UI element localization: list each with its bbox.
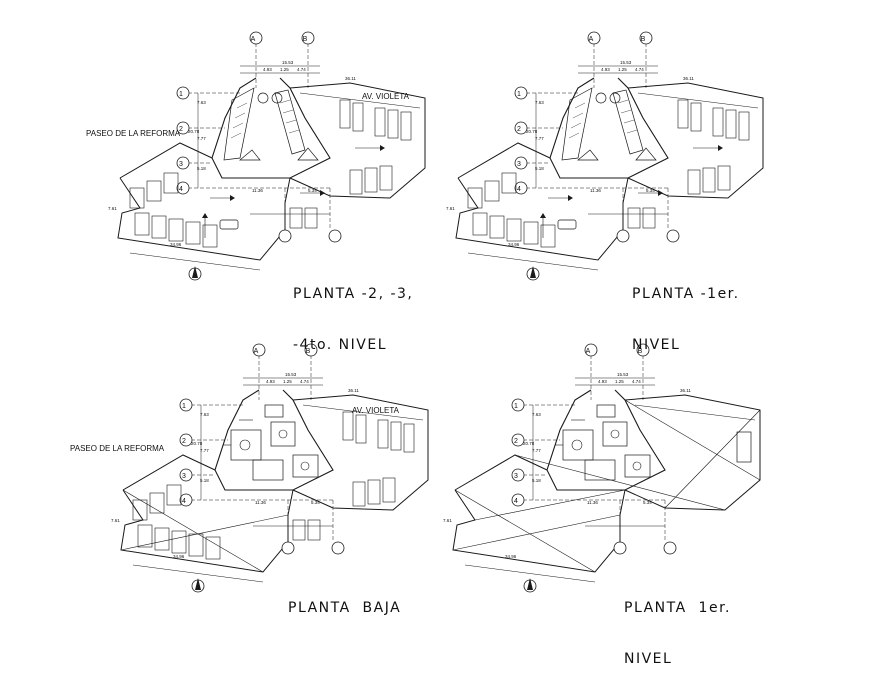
dimension-label: 5.34 bbox=[308, 188, 317, 193]
street-label-west: PASEO DE LA REFORMA bbox=[86, 129, 181, 138]
grid-label: A bbox=[589, 36, 594, 43]
dimension-label: 4.74 bbox=[300, 379, 309, 384]
dimension-label: 7.77 bbox=[535, 136, 544, 141]
grid-label: 1 bbox=[179, 91, 183, 98]
dimension-label: 5.34 bbox=[643, 500, 652, 505]
grid-label: 4 bbox=[517, 186, 521, 193]
dimension-label: 20.78 bbox=[188, 129, 200, 134]
plan-title-line: PLANTA BAJA bbox=[288, 600, 402, 616]
grid-label: 3 bbox=[517, 161, 521, 168]
dimension-label: 5.18 bbox=[197, 166, 206, 171]
plan-title-line: NIVEL bbox=[624, 651, 673, 667]
dimension-label: 20.78 bbox=[523, 441, 535, 446]
plan-first-floor bbox=[452, 343, 761, 593]
dimension-label: 1.25 bbox=[615, 379, 624, 384]
dimension-label: 36.11 bbox=[683, 76, 694, 81]
grid-label: 3 bbox=[514, 473, 518, 480]
dimension-label: 4.74 bbox=[632, 379, 641, 384]
dimension-label: 34.96 bbox=[508, 242, 520, 247]
dimension-label: 7.63 bbox=[532, 412, 541, 417]
dimension-label: 5.34 bbox=[646, 188, 655, 193]
plan-title-line: PLANTA -1er. bbox=[632, 286, 740, 302]
plan-ground-floor bbox=[120, 343, 429, 593]
street-label-east: AV. VIOLETA bbox=[352, 406, 399, 415]
grid-label: 3 bbox=[179, 161, 183, 168]
grid-label: 4 bbox=[182, 498, 186, 505]
dimension-label: 11.36 bbox=[252, 188, 263, 193]
grid-label: 1 bbox=[517, 91, 521, 98]
grid-label: 2 bbox=[179, 126, 183, 133]
grid-label: A bbox=[254, 348, 259, 355]
grid-label: A bbox=[586, 348, 591, 355]
dimension-label: 15.53 bbox=[620, 60, 632, 65]
dimension-label: 15.53 bbox=[285, 372, 297, 377]
grid-label: B bbox=[306, 348, 311, 355]
drawing-sheet: A B 1 2 3 4 15.53 4.93 1.25 4.74 7.63 20… bbox=[108, 31, 764, 593]
dimension-label: 7.77 bbox=[197, 136, 206, 141]
dimension-label: 1.25 bbox=[618, 67, 627, 72]
dimension-label: 7.63 bbox=[200, 412, 209, 417]
plan-title: PLANTA -1er. NIVEL bbox=[632, 252, 740, 371]
dimension-label: 7.61 bbox=[446, 206, 455, 211]
dimension-label: 7.61 bbox=[111, 518, 120, 523]
dimension-label: 5.18 bbox=[200, 478, 209, 483]
dimension-label: 4.93 bbox=[266, 379, 275, 384]
dimension-label: 1.25 bbox=[280, 67, 289, 72]
dimension-label: 4.93 bbox=[263, 67, 272, 72]
plan-title-line: PLANTA -2, -3, bbox=[293, 286, 414, 302]
dimension-label: 34.96 bbox=[505, 554, 517, 559]
grid-label: B bbox=[303, 36, 308, 43]
dimension-label: 7.77 bbox=[532, 448, 541, 453]
street-label-east: AV. VIOLETA bbox=[362, 92, 409, 101]
plan-title: PLANTA BAJA bbox=[288, 566, 401, 634]
dimension-label: 15.53 bbox=[617, 372, 629, 377]
grid-label: 2 bbox=[514, 438, 518, 445]
grid-label: 2 bbox=[182, 438, 186, 445]
grid-label: 4 bbox=[514, 498, 518, 505]
dimension-label: 4.93 bbox=[601, 67, 610, 72]
plan-title-line: -4to. NIVEL bbox=[293, 337, 387, 353]
dimension-label: 5.18 bbox=[535, 166, 544, 171]
street-label-west: PASEO DE LA REFORMA bbox=[70, 444, 165, 453]
grid-label: 1 bbox=[182, 403, 186, 410]
dimension-label: 7.61 bbox=[108, 206, 117, 211]
grid-label: B bbox=[641, 36, 646, 43]
dimension-label: 20.78 bbox=[526, 129, 538, 134]
dimension-label: 15.53 bbox=[282, 60, 294, 65]
dimension-label: 11.36 bbox=[587, 500, 598, 505]
plan-title: PLANTA -2, -3, -4to. NIVEL bbox=[293, 252, 413, 371]
dimension-label: 7.61 bbox=[443, 518, 452, 523]
dimension-label: 20.78 bbox=[191, 441, 203, 446]
dimension-label: 36.11 bbox=[348, 388, 359, 393]
grid-label: 4 bbox=[179, 186, 183, 193]
dimension-label: 7.77 bbox=[200, 448, 209, 453]
dimension-label: 34.96 bbox=[173, 554, 185, 559]
grid-label: A bbox=[251, 36, 256, 43]
plan-title-line: PLANTA 1er. bbox=[624, 600, 731, 616]
dimension-label: 11.36 bbox=[590, 188, 601, 193]
dimension-label: 4.74 bbox=[297, 67, 306, 72]
dimension-label: 5.18 bbox=[532, 478, 541, 483]
grid-label: 1 bbox=[514, 403, 518, 410]
grid-label: 3 bbox=[182, 473, 186, 480]
plan-annotations: A B 1 2 3 4 15.53 4.93 1.25 4.74 7.63 20… bbox=[108, 36, 694, 559]
dimension-label: 4.93 bbox=[598, 379, 607, 384]
dimension-label: 36.11 bbox=[345, 76, 356, 81]
dimension-label: 5.34 bbox=[311, 500, 320, 505]
dimension-label: 7.63 bbox=[535, 100, 544, 105]
grid-label: B bbox=[638, 348, 643, 355]
dimension-label: 11.36 bbox=[255, 500, 266, 505]
plan-title-line: NIVEL bbox=[632, 337, 681, 353]
dimension-label: 34.96 bbox=[170, 242, 182, 247]
plan-title: PLANTA 1er. NIVEL bbox=[624, 566, 731, 685]
grid-label: 2 bbox=[517, 126, 521, 133]
dimension-label: 36.11 bbox=[680, 388, 691, 393]
dimension-label: 1.25 bbox=[283, 379, 292, 384]
dimension-label: 4.74 bbox=[635, 67, 644, 72]
dimension-label: 7.63 bbox=[197, 100, 206, 105]
